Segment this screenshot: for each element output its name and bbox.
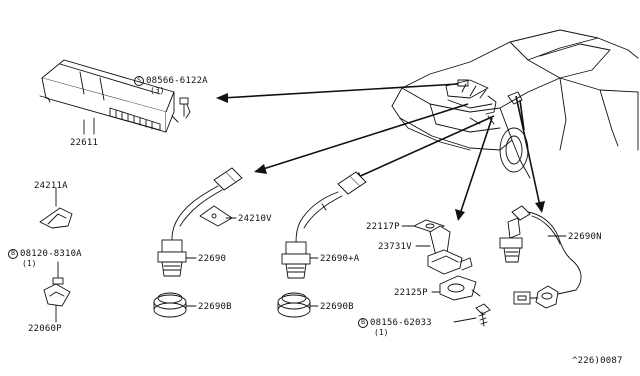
car-illustration [391,29,639,179]
label-sensor-bracket: 22125P [394,288,428,298]
grommet-left [153,292,187,318]
label-crank-sensor: 23731V [378,242,412,252]
ecm-module [39,59,191,135]
label-knock-bolt-qty: (1) [22,259,37,268]
label-gasket: 22117P [366,222,400,232]
knock-sensor [43,271,71,319]
label-ecm-bolt-qty: (3) [150,86,165,95]
label-grommet-mid: 22690B [320,302,354,312]
label-knock-sensor: 22060P [28,324,62,334]
label-bracket-bolt: 08156-62033 [370,318,432,328]
label-knock-bracket: 24211A [34,181,68,191]
o2-sensor-mid [281,171,367,279]
label-knock-bolt: 08120-8310A [20,249,82,259]
harness-clip [199,205,233,227]
label-harness-clip: 24210V [238,214,272,224]
label-o2-sensor-mid: 22690+A [320,254,360,264]
crank-sensor [427,225,473,275]
label-ecm-bolt: 08566-6122A [146,76,208,86]
leader-lines [55,119,567,323]
label-o2-sensor-left: 22690 [198,254,227,264]
label-grommet-left: 22690B [198,302,232,312]
label-o2-sensor-right: 22690N [568,232,602,242]
o2-sensor-right [499,205,582,309]
label-ecm: 22611 [70,138,99,148]
knock-bolt-prefix: B [8,249,18,259]
diagram-code: ^226)0087 [572,356,623,366]
label-bracket-bolt-qty: (1) [374,328,389,337]
grommet-mid [277,292,311,318]
bracket-bolt [475,303,491,327]
ecm-bolt-prefix: S [134,76,144,86]
sensor-bracket [439,275,481,301]
pointer-arrows [216,83,545,221]
bracket-bolt-prefix: B [358,318,368,328]
knock-bracket [39,195,73,229]
o2-sensor-left [157,167,243,277]
